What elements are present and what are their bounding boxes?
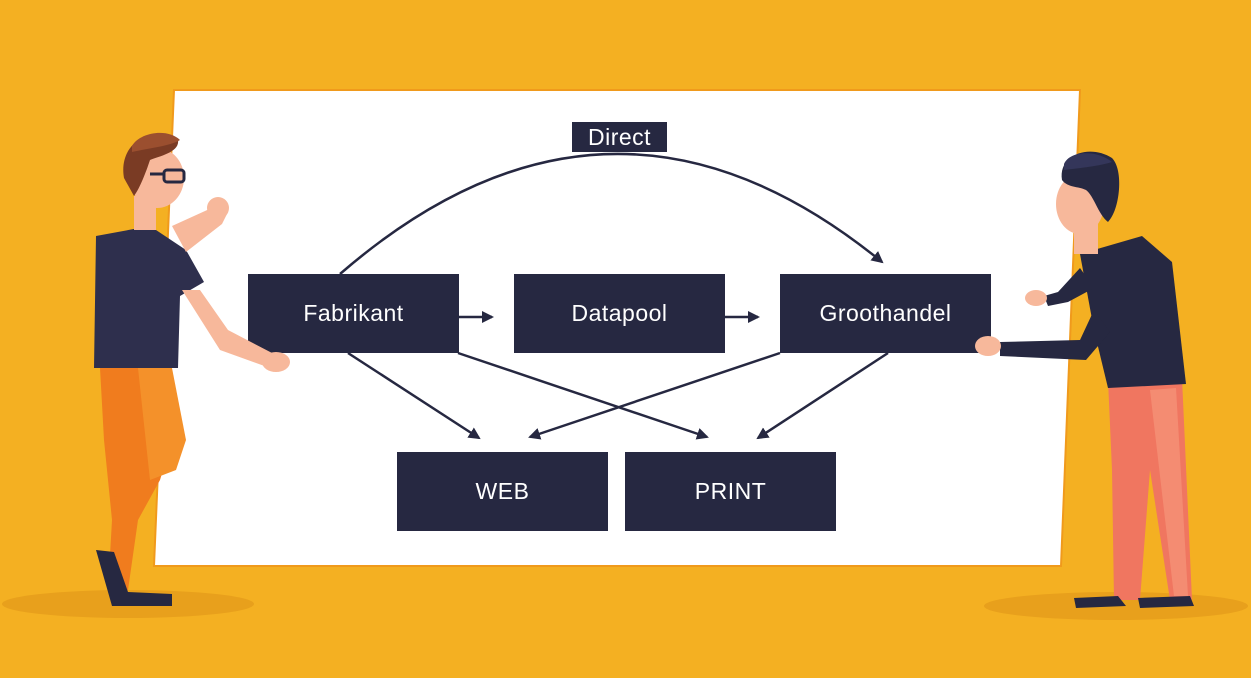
node-web: WEB	[475, 478, 530, 504]
node-box-print	[625, 452, 836, 531]
node-fabrikant: Fabrikant	[303, 300, 404, 326]
node-box-datapool	[514, 274, 725, 353]
node-box-web	[397, 452, 608, 531]
direct-label: Direct	[587, 123, 652, 150]
node-box-groothandel	[780, 274, 991, 353]
node-groothandel: Groothandel	[819, 300, 952, 326]
arrow-direct-fabrikant-groothandel	[339, 152, 884, 275]
arrow-groothandel-web	[528, 351, 781, 440]
arrow-fabrikant-web	[347, 351, 481, 440]
arrow-groothandel-print	[756, 351, 889, 440]
node-box-fabrikant	[248, 274, 459, 353]
arrow-fabrikant-print	[457, 351, 709, 440]
node-print: PRINT	[694, 478, 767, 504]
left-person-illustration	[94, 132, 290, 606]
right-person-illustration	[975, 151, 1194, 608]
node-datapool: Datapool	[571, 300, 668, 326]
direct-label-box	[572, 122, 667, 152]
